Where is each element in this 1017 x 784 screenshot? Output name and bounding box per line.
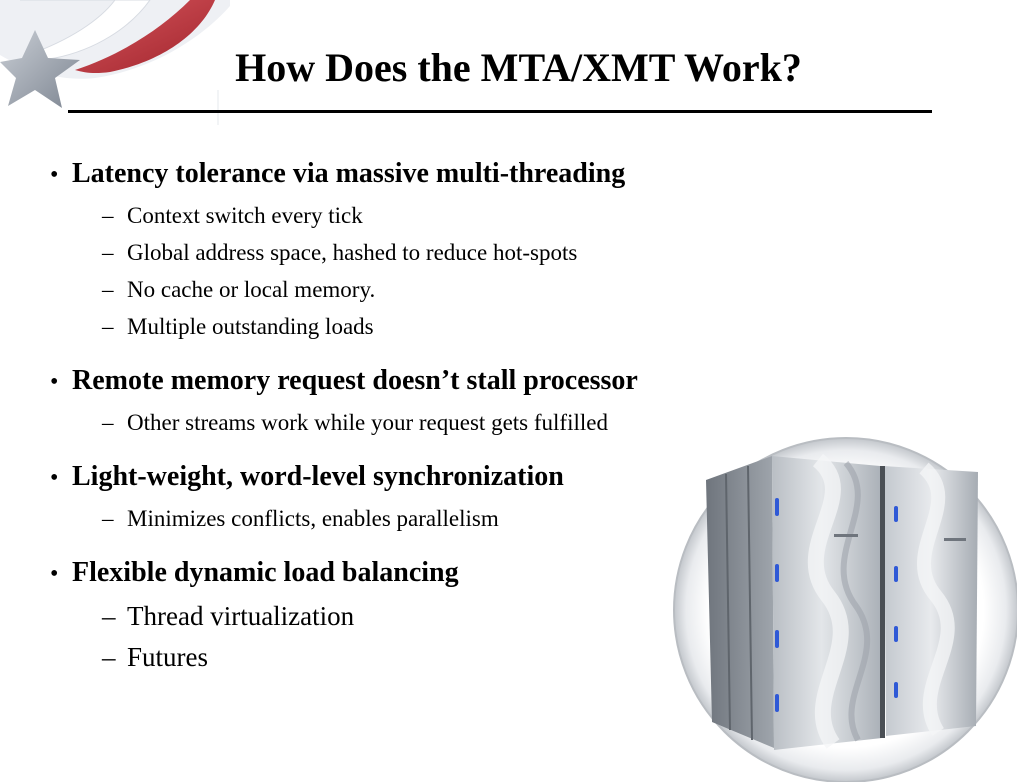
bullet-dot: • (50, 465, 59, 491)
bullet-text: Flexible dynamic load balancing (72, 557, 459, 588)
sub-bullet: –Other streams work while your request g… (50, 404, 750, 441)
slide-title: How Does the MTA/XMT Work? (235, 45, 802, 90)
bullet-dot: • (50, 162, 59, 188)
sub-bullet-text: Futures (127, 642, 208, 672)
bullet-dot: • (50, 369, 59, 395)
sub-bullet: –Global address space, hashed to reduce … (50, 234, 750, 271)
sub-bullet-text: Context switch every tick (127, 203, 363, 228)
bullet-text: Latency tolerance via massive multi-thre… (72, 158, 626, 189)
bullet-text: Remote memory request doesn’t stall proc… (72, 365, 638, 396)
sub-bullet: –Thread virtualization (50, 596, 750, 637)
bullet-dot: • (50, 561, 59, 587)
sub-bullet-text: Multiple outstanding loads (127, 314, 374, 339)
sub-bullet: –Context switch every tick (50, 197, 750, 234)
bullet-item: • Flexible dynamic load balancing –Threa… (50, 551, 750, 678)
logo-icon (0, 0, 230, 125)
sub-bullet: –Multiple outstanding loads (50, 308, 750, 345)
title-underline (68, 110, 932, 113)
bullet-item: • Light-weight, word-level synchronizati… (50, 455, 750, 537)
sub-bullet-text: Other streams work while your request ge… (127, 410, 608, 435)
sub-bullet-text: Thread virtualization (127, 601, 355, 631)
sub-bullet-text: Minimizes conflicts, enables parallelism (127, 506, 499, 531)
sub-bullet-text: Global address space, hashed to reduce h… (127, 240, 578, 265)
sub-bullet-text: No cache or local memory. (127, 277, 376, 302)
bullet-text: Light-weight, word-level synchronization (72, 461, 564, 492)
bullet-item: • Remote memory request doesn’t stall pr… (50, 359, 750, 441)
sub-bullet: –No cache or local memory. (50, 271, 750, 308)
bullet-item: • Latency tolerance via massive multi-th… (50, 152, 750, 345)
sub-bullet: –Futures (50, 637, 750, 678)
sub-bullet: –Minimizes conflicts, enables parallelis… (50, 500, 750, 537)
supercomputer-image (668, 426, 1017, 782)
bullet-list: • Latency tolerance via massive multi-th… (50, 152, 750, 678)
